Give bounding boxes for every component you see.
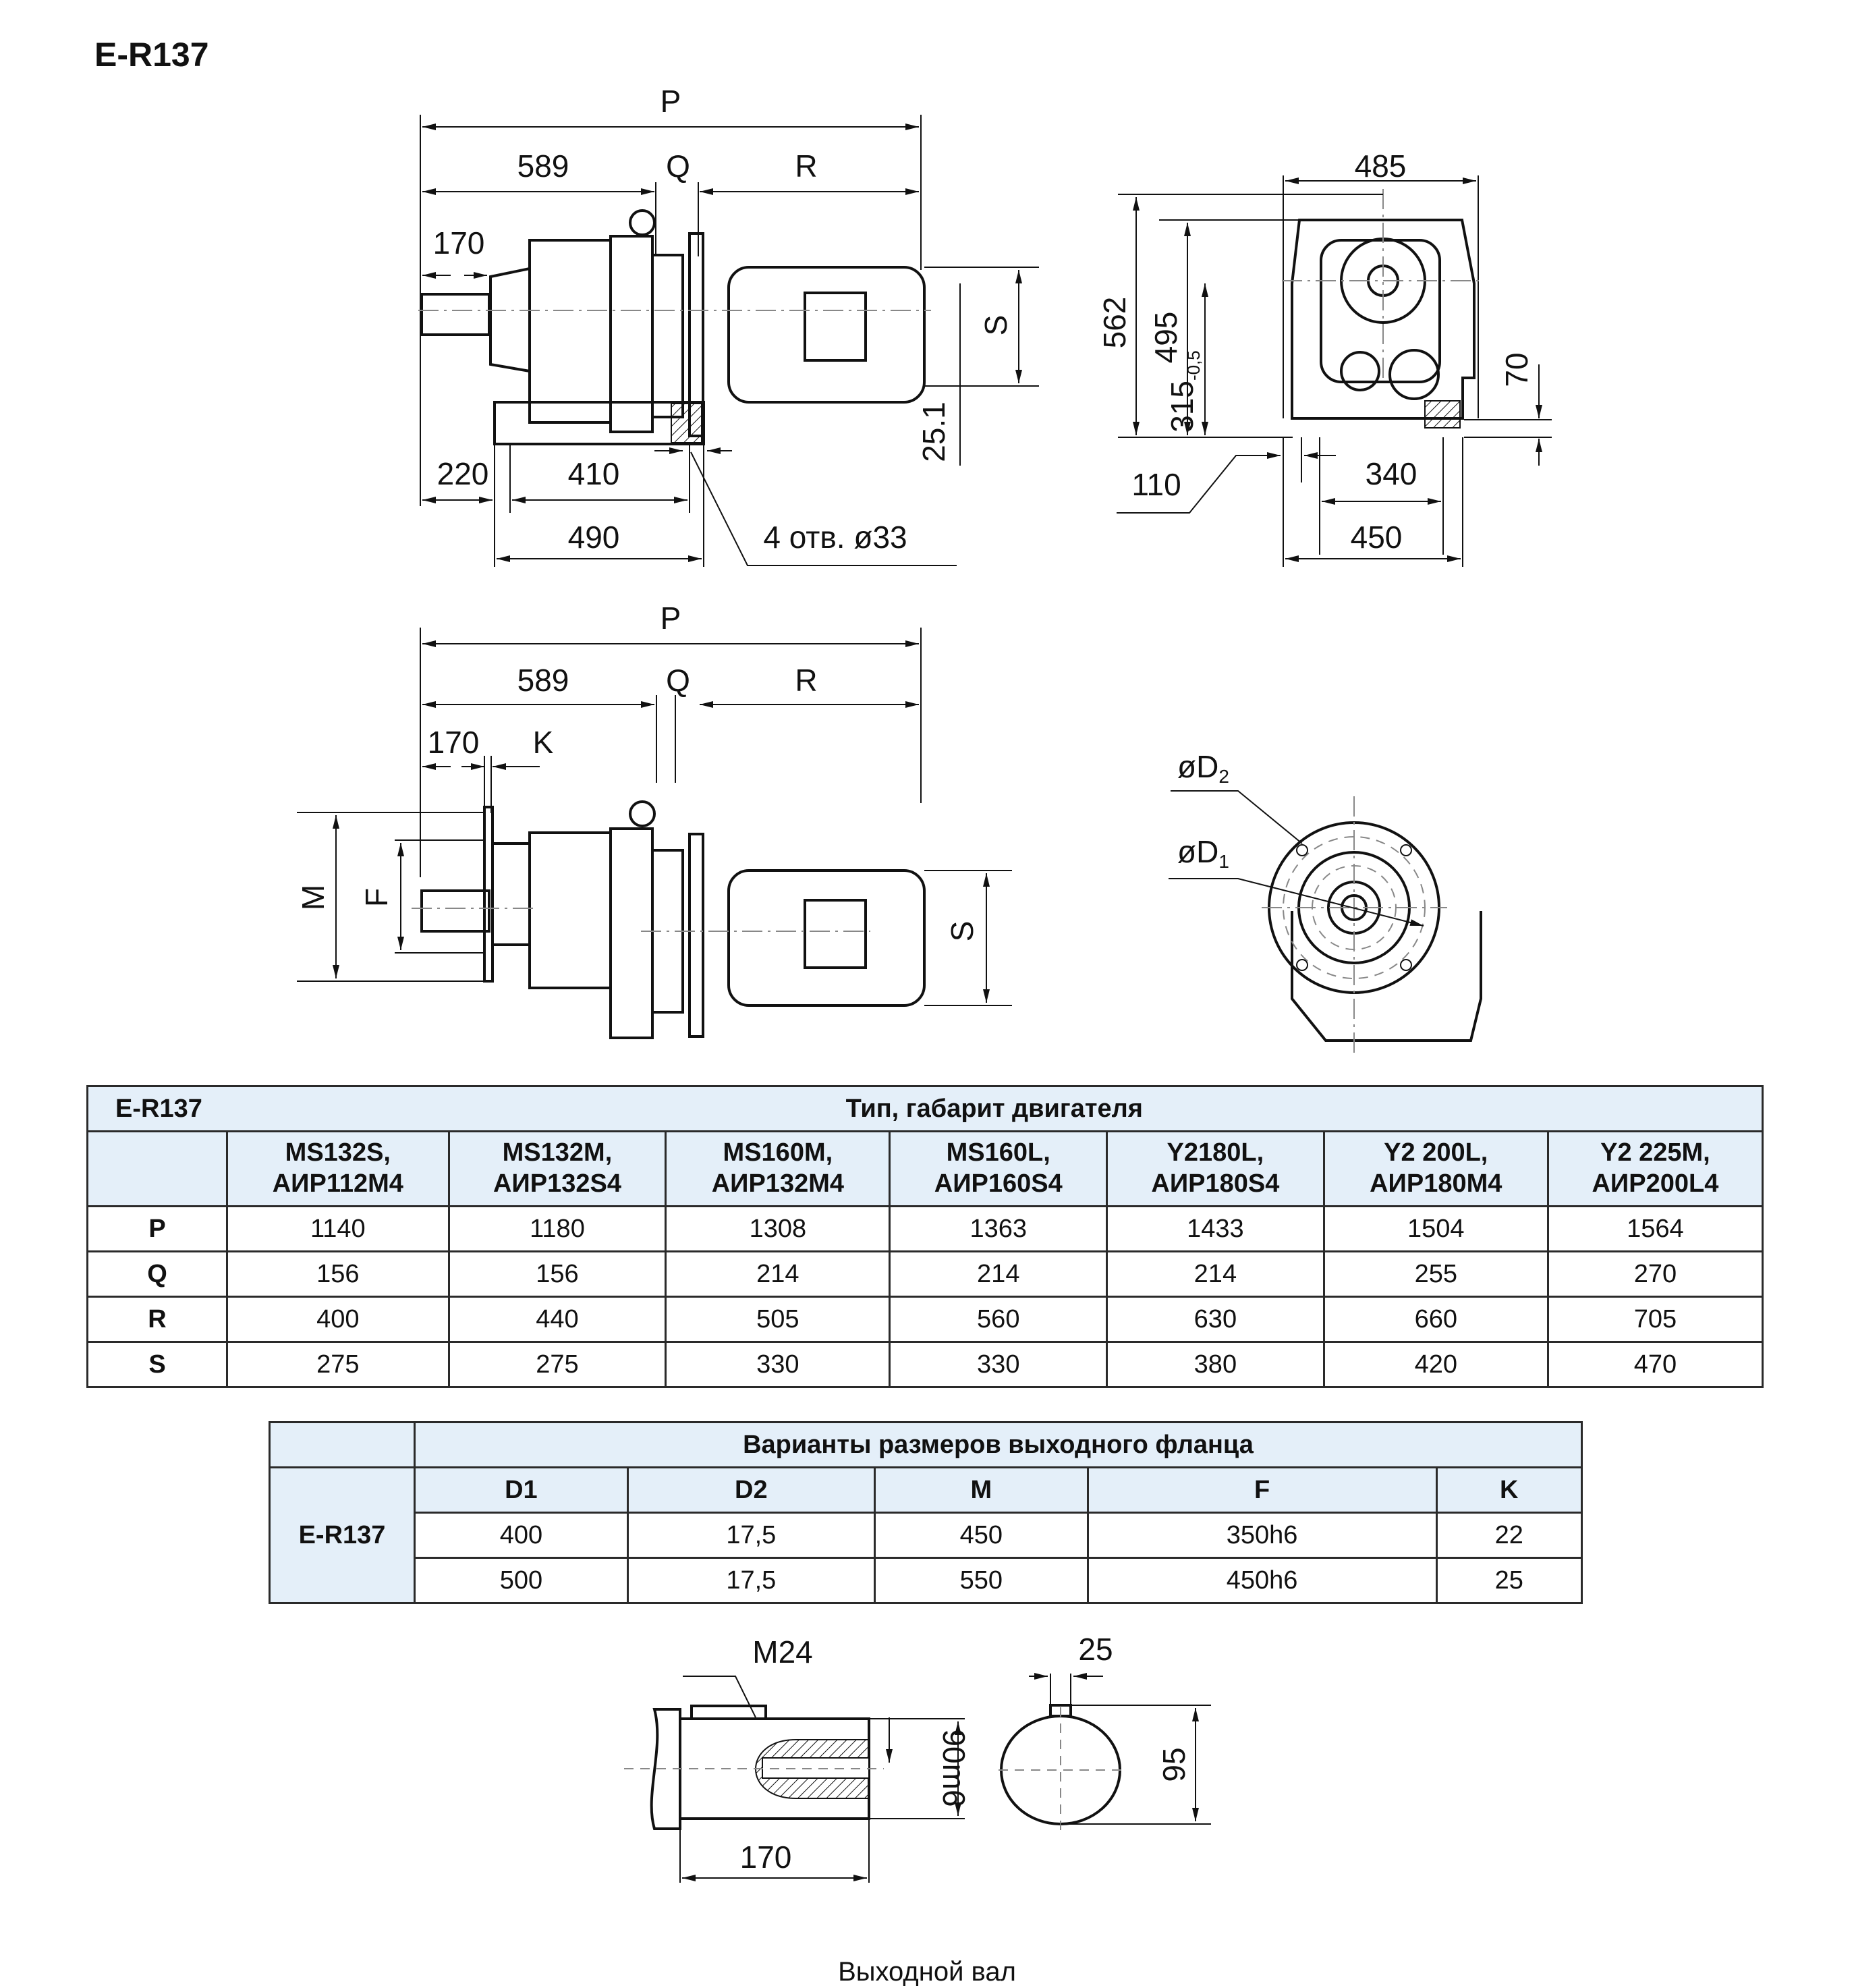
column-header: Y2 200L,АИР180М4: [1322, 1130, 1549, 1207]
dim-90m6: 90m6: [936, 1729, 972, 1806]
dim-589-flange: 589: [517, 663, 569, 698]
dim-k: K: [533, 725, 554, 760]
column-header: MS160M,АИР132М4: [665, 1130, 891, 1207]
front-view-flange: øD2 øD1: [1169, 749, 1482, 1053]
column-header: F: [1086, 1466, 1438, 1514]
column-header: M: [873, 1466, 1089, 1514]
dim-m: M: [296, 885, 331, 910]
dim-holes: 4 отв. ø33: [763, 520, 907, 555]
dim-s-flange: S: [945, 921, 980, 942]
flange-group-header: Варианты размеров выходного фланца: [414, 1421, 1583, 1468]
dim-485: 485: [1355, 148, 1407, 184]
dim-f: F: [359, 888, 394, 907]
dim-110: 110: [1131, 467, 1181, 502]
side-view-flange: P 589 Q R 170 K M F: [296, 601, 1012, 1039]
page-title: E-R137: [94, 36, 209, 74]
column-header: D2: [626, 1466, 876, 1514]
column-header: MS160L,АИР160S4: [889, 1130, 1108, 1207]
column-header: Y2 225M,АИР200L4: [1546, 1130, 1764, 1207]
dim-95: 95: [1156, 1747, 1191, 1782]
side-view-foot: P 589 Q R 170 S 25.1: [418, 84, 1039, 567]
dim-410: 410: [568, 456, 620, 491]
dim-450: 450: [1351, 520, 1403, 555]
dim-r: R: [795, 148, 817, 184]
table-model-label: E-R137: [86, 1085, 227, 1132]
dim-315: 315-0,5: [1164, 350, 1204, 433]
dim-25-1: 25.1: [916, 402, 951, 462]
dim-495: 495: [1148, 312, 1183, 364]
front-view-foot: 485 562 495 315-0,5 70 110 340 4: [1097, 148, 1552, 567]
dim-170-shaft: 170: [740, 1840, 792, 1875]
column-header: D1: [414, 1466, 629, 1514]
dim-170-flange: 170: [428, 725, 480, 760]
output-shaft-caption: Выходной вал: [838, 1957, 1016, 1987]
dim-d1: øD1: [1177, 834, 1229, 872]
dim-170: 170: [433, 225, 485, 260]
column-header: MS132S,АИР112М4: [226, 1130, 450, 1207]
dim-q-flange: Q: [666, 663, 690, 698]
dim-589: 589: [517, 148, 569, 184]
column-header: MS132M,АИР132S4: [447, 1130, 667, 1207]
dim-m24: M24: [752, 1634, 812, 1669]
dim-70: 70: [1499, 352, 1534, 387]
dim-220: 220: [437, 456, 489, 491]
dim-562: 562: [1097, 297, 1132, 349]
dim-490: 490: [568, 520, 620, 555]
dim-p-flange: P: [661, 601, 681, 636]
flange-model-label: E-R137: [269, 1466, 416, 1604]
dim-340: 340: [1366, 456, 1417, 491]
table-header-row: MS132S,АИР112М4 MS132M,АИР132S4 MS160M,А…: [86, 1130, 1764, 1207]
flange-dimensions-table: Варианты размеров выходного фланца E-R13…: [269, 1421, 1583, 1604]
dim-d2: øD2: [1177, 749, 1229, 787]
dim-r-flange: R: [795, 663, 817, 698]
dim-p: P: [661, 84, 681, 119]
dim-s: S: [978, 315, 1013, 336]
output-shaft-view: M24 90m6 170 25 95: [624, 1632, 1211, 1883]
column-header: Y2180L,АИР180S4: [1106, 1130, 1325, 1207]
table-group-header: Тип, габарит двигателя: [227, 1085, 1764, 1132]
column-header: K: [1435, 1466, 1583, 1514]
dim-q: Q: [666, 148, 690, 184]
motor-dimensions-table: E-R137 Тип, габарит двигателя MS132S,АИР…: [86, 1085, 1764, 1388]
dim-key-25: 25: [1078, 1632, 1113, 1667]
